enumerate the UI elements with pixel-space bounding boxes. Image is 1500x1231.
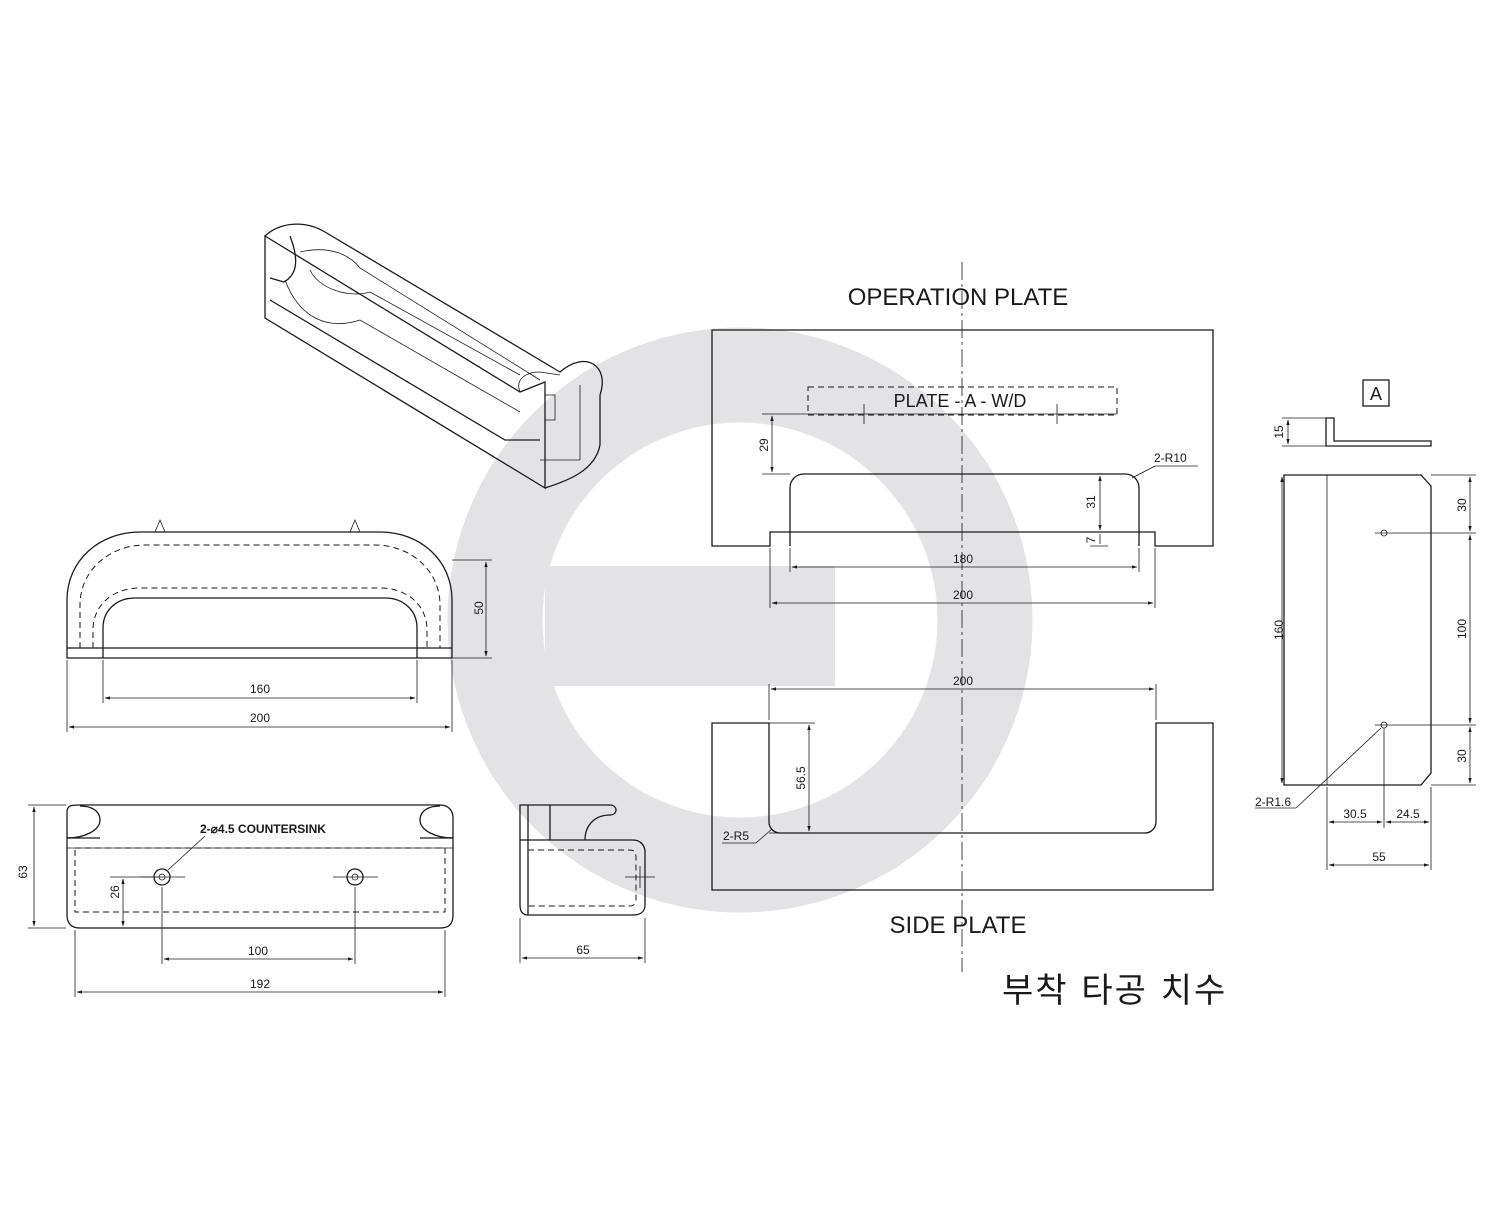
operation-plate-view: OPERATION PLATE PLATE - A - W/D 29 2-R10… [711,284,1214,608]
bottom-dim-26: 26 [108,885,122,899]
view-a-dim-30-top: 30 [1455,498,1469,512]
bottom-dim-63: 63 [16,865,30,879]
operation-dim-7: 7 [1084,536,1098,543]
view-a-dim-30-5: 30.5 [1343,807,1367,821]
operation-dim-180: 180 [953,552,973,566]
operation-dim-31: 31 [1084,495,1098,509]
front-view: 50 160 200 [66,518,492,732]
view-a: A 15 30 100 30 160 2-R1.6 30.5 24.5 55 [1255,379,1476,870]
front-dim-200: 200 [250,711,270,725]
countersink-note: 2-⌀4.5 COUNTERSINK [200,822,326,836]
operation-dim-200: 200 [953,588,973,602]
side-dim-65: 65 [576,943,590,957]
bottom-dim-192: 192 [250,977,270,991]
side-plate-title: SIDE PLATE [890,912,1027,939]
view-a-dim-15: 15 [1272,425,1286,439]
side-plate-radius: 2-R5 [723,829,749,843]
front-dim-160: 160 [250,682,270,696]
side-plate-dim-56-5: 56.5 [794,766,808,790]
view-a-label: A [1370,384,1382,404]
side-plate-view: 200 56.5 2-R5 SIDE PLATE [711,674,1214,939]
bottom-view: 2-⌀4.5 COUNTERSINK 63 26 100 192 [16,804,454,997]
operation-radius: 2-R10 [1154,451,1187,465]
mounting-hole-dimensions-label: 부착 타공 치수 [1002,971,1227,1011]
view-a-dim-55: 55 [1372,850,1386,864]
side-plate-dim-200: 200 [953,674,973,688]
view-a-dim-160: 160 [1272,620,1286,640]
view-a-dim-100: 100 [1455,619,1469,639]
plate-a-wd-label: PLATE - A - W/D [894,391,1027,411]
view-a-dim-30-bottom: 30 [1455,749,1469,763]
isometric-view [264,223,603,490]
side-view: 65 [519,804,655,963]
view-a-radius: 2-R1.6 [1255,795,1291,809]
view-a-dim-24-5: 24.5 [1396,807,1420,821]
watermark-logo [447,327,1033,913]
bottom-dim-100: 100 [248,944,268,958]
operation-plate-title: OPERATION PLATE [848,284,1069,311]
front-dim-50: 50 [472,601,486,615]
operation-dim-29: 29 [757,438,771,452]
